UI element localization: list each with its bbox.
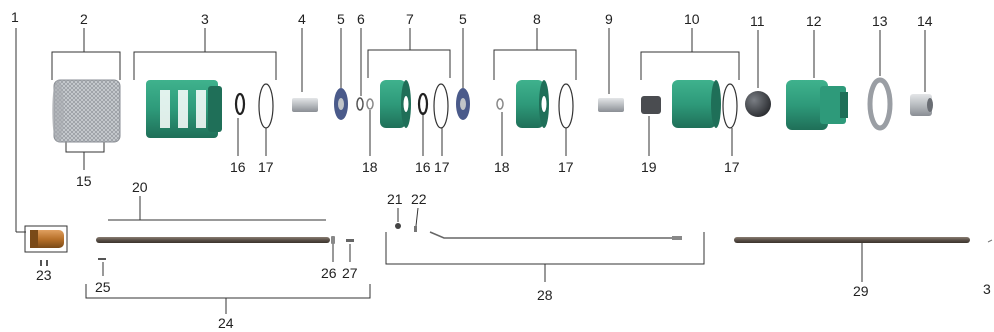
callout-3: 3 xyxy=(201,11,209,27)
part-rod-29 xyxy=(734,237,970,243)
part-o-ring-17b xyxy=(433,83,449,129)
callout-19: 19 xyxy=(641,159,657,175)
callout-18: 18 xyxy=(362,159,378,175)
part-nut-14 xyxy=(910,94,933,116)
part-discharge-head-12 xyxy=(786,80,848,130)
part-screw-21 xyxy=(395,223,401,229)
callout-24: 24 xyxy=(218,315,234,331)
callout-1: 1 xyxy=(11,9,19,25)
part-pins-23 xyxy=(40,260,48,266)
callout-23: 23 xyxy=(36,267,52,283)
callout-13: 13 xyxy=(872,13,888,29)
part-impeller-5b xyxy=(456,88,470,120)
callout-numbers: 1 2 3 4 5 6 7 5 8 9 10 11 12 13 14 15 16… xyxy=(11,9,991,331)
part-bushing-19 xyxy=(641,96,661,114)
callout-12: 12 xyxy=(806,13,822,29)
callout-3-edge: 3 xyxy=(983,281,991,297)
part-o-ring-17d xyxy=(722,83,738,129)
part-rod-20 xyxy=(96,237,330,243)
callout-14: 14 xyxy=(917,13,933,29)
part-washer-6 xyxy=(356,97,364,111)
callout-17c: 17 xyxy=(558,159,574,175)
callout-4: 4 xyxy=(298,11,306,27)
part-check-ball-11 xyxy=(745,91,771,117)
part-pin-27 xyxy=(346,239,354,242)
part-mesh-strainer xyxy=(52,79,121,143)
callout-21: 21 xyxy=(387,191,403,207)
callout-16: 16 xyxy=(230,159,246,175)
part-washer-18b xyxy=(496,98,504,110)
part-shaft-sleeve-4 xyxy=(292,98,318,112)
callout-10: 10 xyxy=(684,11,700,27)
callout-18b: 18 xyxy=(494,159,510,175)
part-o-ring-17c xyxy=(558,83,574,129)
callout-7: 7 xyxy=(406,11,414,27)
callout-29: 29 xyxy=(853,283,869,299)
part-ring-13 xyxy=(867,77,893,131)
callout-17b: 17 xyxy=(434,159,450,175)
callout-2: 2 xyxy=(80,11,88,27)
callout-17d: 17 xyxy=(724,159,740,175)
callout-26: 26 xyxy=(321,265,337,281)
part-shaft-sleeve-9 xyxy=(598,98,624,112)
callout-25: 25 xyxy=(95,279,111,295)
callout-5: 5 xyxy=(337,11,345,27)
part-impeller-5a xyxy=(334,88,348,120)
part-collar-26 xyxy=(331,236,335,244)
callout-6: 6 xyxy=(357,11,365,27)
bracket-lines xyxy=(15,28,926,314)
callout-16b: 16 xyxy=(415,159,431,175)
part-clip-25 xyxy=(98,258,106,260)
callout-8: 8 xyxy=(533,11,541,27)
part-washer-22 xyxy=(414,226,417,232)
callout-28: 28 xyxy=(537,287,553,303)
part-washer-18a xyxy=(366,98,374,110)
part-o-ring-17a xyxy=(258,83,274,129)
part-o-ring-16a xyxy=(234,92,246,116)
callout-15: 15 xyxy=(76,173,92,189)
part-tip-edge xyxy=(987,239,993,243)
part-brass-cap-1 xyxy=(30,230,64,248)
callout-27: 27 xyxy=(342,265,358,281)
callout-20: 20 xyxy=(132,179,148,195)
callout-5b: 5 xyxy=(459,11,467,27)
part-diffuser-10 xyxy=(672,80,721,128)
callout-22: 22 xyxy=(411,191,427,207)
callout-17: 17 xyxy=(258,159,274,175)
callout-9: 9 xyxy=(605,11,613,27)
part-suction-cage xyxy=(146,80,222,138)
part-cable-28 xyxy=(429,231,682,240)
part-diffuser-7 xyxy=(380,80,411,128)
part-o-ring-16b xyxy=(417,92,429,116)
callout-11: 11 xyxy=(750,13,765,29)
part-diffuser-8 xyxy=(516,80,549,128)
